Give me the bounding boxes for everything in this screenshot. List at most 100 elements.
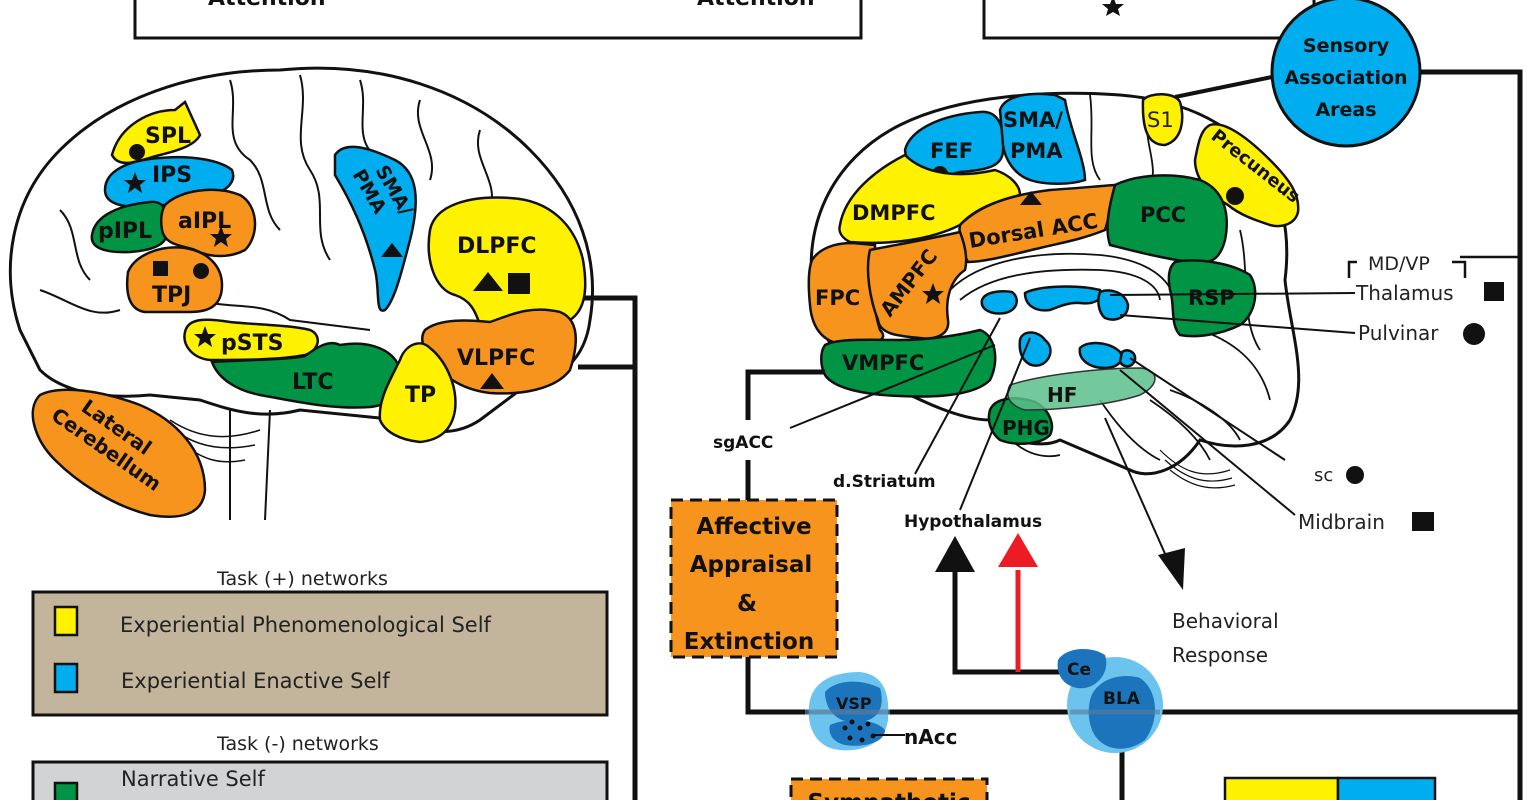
md-vp-label: MD/VP [1368, 253, 1430, 275]
attention-left-label: Attention [208, 0, 325, 11]
legend-task-pos-title: Task (+) networks [216, 568, 388, 590]
region-aipl [159, 188, 257, 258]
lateral-brain: SPL IPS pIPL aIPL TPJ SMA/PMA DLPFC VLPF… [8, 66, 594, 521]
region-ips-label: IPS [152, 163, 192, 188]
region-psts-label: pSTS [221, 331, 283, 356]
striatum-label: d.Striatum [833, 472, 936, 492]
affective-line-1: Affective [696, 514, 811, 540]
legend-swatch-green [53, 781, 79, 800]
response-label: Response [1172, 643, 1268, 667]
region-tp [378, 342, 457, 444]
left-medial-callouts: sgACC d.Striatum Hypothalamus [713, 369, 1042, 532]
region-tp-label: TP [405, 383, 436, 408]
region-hf-label: HF [1047, 383, 1077, 407]
region-dorsal-acc [958, 183, 1117, 264]
region-hf [1007, 367, 1156, 411]
behavioral-label: Behavioral [1172, 609, 1279, 633]
legend: Task (+) networks Experiential Phenomeno… [31, 568, 609, 800]
region-sma-pma-medial-label-pma: PMA [1010, 139, 1063, 163]
medial-brain: FEF SMA/PMA S1 Precuneus DMPFC Dorsal AC… [789, 91, 1356, 590]
amygdala-circuit: VSP nAcc Ce BLA [745, 533, 1520, 800]
region-vmpfc-label: VMPFC [842, 351, 924, 375]
cerebellum-stripes-medial [1159, 449, 1236, 489]
affective-line-4: Extinction [684, 629, 815, 655]
region-dlpfc [427, 196, 587, 329]
bla-label: BLA [1103, 689, 1141, 709]
sympathetic-box: Sympathetic [789, 777, 989, 800]
legend-item-enactive: Experiential Enactive Self [121, 669, 390, 693]
square-icon [153, 261, 168, 276]
star-icon [210, 226, 232, 247]
region-vmpfc [820, 328, 997, 398]
region-vlpfc-label: VLPFC [457, 346, 535, 371]
circle-icon [1463, 323, 1485, 345]
sgacc-label: sgACC [713, 433, 773, 453]
callout-lines [789, 292, 1356, 516]
left-connector-lines [578, 295, 638, 800]
region-spl-label: SPL [145, 124, 191, 149]
region-pcc [1106, 174, 1228, 264]
sensory-line-2: Association [1284, 67, 1407, 89]
affective-line-2: Appraisal [690, 552, 813, 578]
legend-task-neg-title: Task (-) networks [216, 733, 379, 755]
triangle-icon [480, 373, 504, 389]
circle-icon [1346, 466, 1364, 484]
triangle-icon [473, 272, 503, 291]
legend-swatch-yellow [53, 605, 79, 637]
arrow-head-icon [1158, 548, 1185, 590]
region-tpj-label: TPJ [152, 283, 191, 308]
bottom-right-swatches [1223, 776, 1437, 800]
top-attention-box: Attention Attention [133, 0, 863, 40]
region-rsp-label: RSP [1188, 286, 1235, 310]
vsp-label: VSP [836, 694, 872, 713]
sensory-line-3: Areas [1315, 99, 1376, 121]
attention-right-label: Attention [697, 0, 814, 11]
nacc-dots [842, 719, 876, 743]
sympathetic-label: Sympathetic [808, 790, 971, 800]
swatch-yellow [1223, 776, 1340, 800]
affective-line-3: & [737, 591, 757, 617]
region-rsp [1167, 259, 1257, 338]
region-phg-label: PHG [1002, 416, 1050, 440]
region-pststs [183, 318, 319, 362]
square-icon [1484, 282, 1504, 301]
up-arrow-black-icon [935, 536, 975, 572]
up-arrow-red-icon [998, 533, 1038, 567]
region-ltc-label: LTC [292, 370, 334, 395]
region-s1 [1141, 93, 1184, 147]
circle-icon [1226, 187, 1244, 205]
affective-appraisal-box: Affective Appraisal & Extinction [669, 498, 839, 659]
region-aipl-label: aIPL [178, 209, 231, 234]
circle-icon [193, 263, 209, 279]
ce-nucleus [1057, 648, 1107, 689]
square-icon [1412, 512, 1434, 531]
subcortical-thalamus [980, 285, 1137, 370]
region-sma-pma-medial-label: SMA/PMA [1003, 108, 1063, 163]
sc-label: sc [1314, 465, 1333, 486]
region-pcc-label: PCC [1140, 203, 1186, 227]
square-icon [508, 273, 530, 294]
triangle-icon [1020, 191, 1042, 205]
legend-task-pos-panel [31, 590, 609, 717]
region-s1-label: S1 [1147, 108, 1174, 132]
star-icon [922, 283, 944, 304]
swatch-blue [1336, 776, 1437, 800]
region-sma-pma [333, 145, 417, 312]
hypothalamus-label: Hypothalamus [904, 512, 1042, 532]
region-dlpfc-label: DLPFC [457, 234, 537, 259]
region-fef-label: FEF [930, 139, 973, 163]
midbrain-label: Midbrain [1298, 510, 1385, 534]
legend-item-phenomenological: Experiential Phenomenological Self [120, 613, 492, 637]
region-ampfc [866, 230, 968, 340]
region-pipl-label: pIPL [98, 219, 152, 244]
legend-item-narrative: Narrative Self [121, 767, 266, 791]
thalamus-label: Thalamus [1355, 281, 1454, 305]
pulvinar-label: Pulvinar [1358, 321, 1439, 345]
legend-swatch-blue [53, 662, 79, 694]
legend-task-neg-panel [31, 760, 609, 800]
star-icon [1102, 0, 1124, 16]
region-lateral-cerebellum [31, 388, 207, 518]
ce-label: Ce [1067, 660, 1091, 680]
sensory-line-1: Sensory [1303, 35, 1390, 57]
